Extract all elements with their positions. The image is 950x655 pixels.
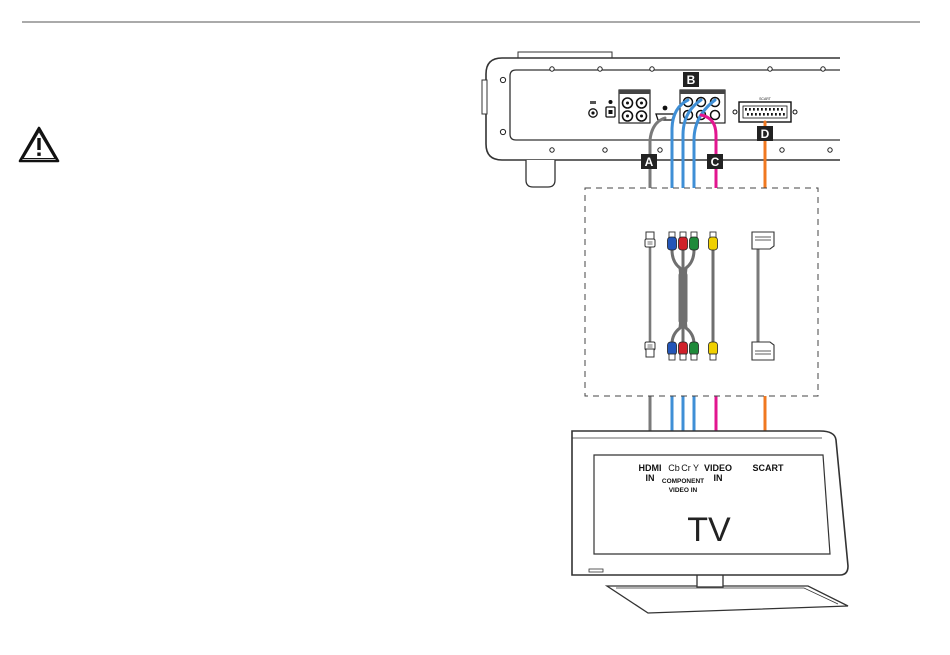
scart-plug-top	[752, 232, 774, 249]
tag-b: B	[683, 72, 699, 87]
tv-component-cb: Cb	[668, 463, 680, 473]
tv-stand-base	[607, 586, 848, 613]
tag-c-label: C	[711, 155, 720, 169]
component-plugs-bottom	[668, 342, 699, 360]
tag-c: C	[707, 154, 723, 169]
tv-component-y: Y	[693, 463, 699, 473]
tv-component-line2: VIDEO IN	[669, 487, 698, 494]
tag-b-label: B	[687, 73, 696, 87]
audio-out-block	[619, 90, 650, 123]
tv-scart-label: SCART	[753, 463, 785, 473]
tag-d: D	[757, 126, 773, 141]
component-plugs-top	[668, 232, 699, 250]
tv-component-cr: Cr	[681, 463, 691, 473]
scart-plug-bottom	[752, 342, 774, 360]
hdmi-plug-top	[645, 232, 655, 247]
tv-video-in-line1: VIDEO	[704, 463, 732, 473]
cable-box	[585, 188, 818, 396]
tag-d-label: D	[761, 127, 770, 141]
warning-triangle-icon	[20, 128, 58, 161]
tv-video-in-line2: IN	[714, 473, 723, 483]
hdmi-plug-bottom	[645, 342, 655, 357]
tv-hdmi-in-line1: HDMI	[639, 463, 662, 473]
tv-label: TV	[687, 511, 731, 549]
scart-port-label: SCART	[759, 97, 772, 101]
tag-a: A	[641, 154, 657, 169]
tag-a-label: A	[645, 155, 654, 169]
tv-hdmi-in-line2: IN	[646, 473, 655, 483]
tv: TV	[572, 431, 848, 613]
tv-component-line1: COMPONENT	[662, 478, 704, 485]
